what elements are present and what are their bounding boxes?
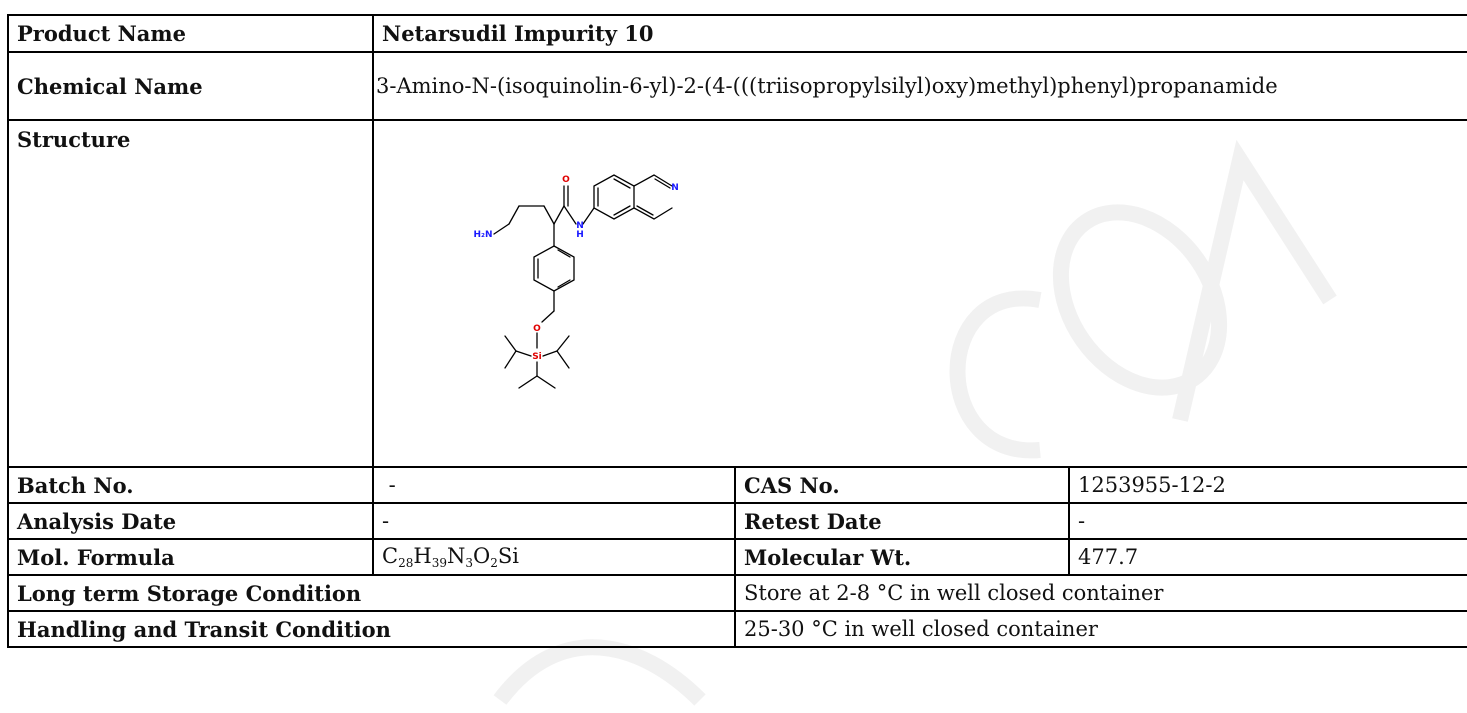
cas-value: 1253955-12-2: [1068, 466, 1467, 504]
formula-h: H: [413, 544, 432, 568]
product-name-row: Product Name Netarsudil Impurity 10: [7, 14, 1467, 53]
atom-label-ether-oxygen: O: [533, 324, 541, 334]
handling-value: 25-30 °C in well closed container: [734, 610, 1467, 648]
formula-h-count: 39: [431, 556, 447, 570]
formula-c-count: 28: [398, 556, 414, 570]
structure-row: Structure: [7, 119, 1467, 468]
atom-label-ring-nitrogen: N: [671, 183, 679, 193]
coa-table: Product Name Netarsudil Impurity 10 Chem…: [7, 14, 1467, 648]
analysis-date-label: Analysis Date: [7, 502, 374, 540]
retest-date-value: -: [1068, 502, 1467, 540]
product-name-value: Netarsudil Impurity 10: [372, 14, 1467, 53]
storage-label: Long term Storage Condition: [7, 574, 736, 612]
chemical-name-label: Chemical Name: [7, 51, 374, 121]
formula-o-count: 2: [490, 556, 498, 570]
cas-label: CAS No.: [734, 466, 1070, 504]
handling-label: Handling and Transit Condition: [7, 610, 736, 648]
analysis-date-value: -: [372, 502, 736, 540]
atom-label-silicon: Si: [532, 352, 542, 362]
batch-row: Batch No. - CAS No. 1253955-12-2: [7, 466, 1467, 504]
structure-label: Structure: [7, 119, 374, 468]
product-name-label: Product Name: [7, 14, 374, 53]
mol-formula-value: C28H39N3O2Si: [372, 538, 736, 576]
handling-row: Handling and Transit Condition 25-30 °C …: [7, 610, 1467, 648]
formula-n-count: 3: [465, 556, 473, 570]
formula-c: C: [382, 544, 399, 568]
atom-label-oxygen: O: [562, 175, 570, 185]
formula-row: Mol. Formula C28H39N3O2Si Molecular Wt. …: [7, 538, 1467, 576]
batch-value: -: [372, 466, 736, 504]
batch-label: Batch No.: [7, 466, 374, 504]
atom-label-amine: H₂N: [473, 230, 492, 240]
mol-formula-label: Mol. Formula: [7, 538, 374, 576]
retest-date-label: Retest Date: [734, 502, 1070, 540]
analysis-row: Analysis Date - Retest Date -: [7, 502, 1467, 540]
chemical-structure-image: O N H N H₂N O Si: [473, 174, 679, 389]
molecular-weight-value: 477.7: [1068, 538, 1467, 576]
formula-n: N: [446, 544, 466, 568]
storage-row: Long term Storage Condition Store at 2-8…: [7, 574, 1467, 612]
molecular-weight-label: Molecular Wt.: [734, 538, 1070, 576]
structure-cell: O N H N H₂N O Si: [372, 119, 1467, 468]
chemical-name-row: Chemical Name 3-Amino-N-(isoquinolin-6-y…: [7, 51, 1467, 121]
formula-o: O: [472, 544, 491, 568]
chemical-name-value: 3-Amino-N-(isoquinolin-6-yl)-2-(4-(((tri…: [372, 51, 1467, 121]
formula-si: Si: [497, 544, 519, 568]
atom-label-amide-hydrogen: H: [576, 230, 584, 240]
atom-label-amide-nitrogen: N: [576, 221, 584, 231]
storage-value: Store at 2-8 °C in well closed container: [734, 574, 1467, 612]
